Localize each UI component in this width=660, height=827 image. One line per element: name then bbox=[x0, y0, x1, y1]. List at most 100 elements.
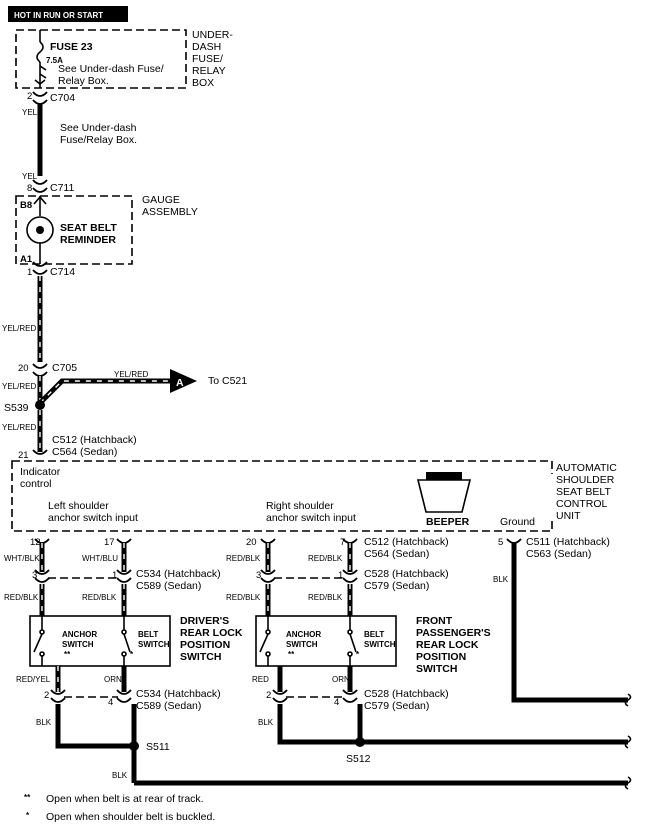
gauge-name-2: ASSEMBLY bbox=[142, 206, 198, 218]
c714-label: C714 bbox=[50, 266, 75, 278]
passenger-belt-mark: * bbox=[356, 650, 360, 659]
right-c528b-label-2: C579 (Sedan) bbox=[364, 700, 429, 712]
header-tag bbox=[8, 6, 128, 22]
passenger-anchor-label-1: ANCHOR bbox=[286, 630, 321, 639]
wire-yel-label-2: YEL bbox=[22, 172, 38, 181]
left-pin-17: 17 bbox=[104, 537, 115, 548]
right-pin-4: 4 bbox=[334, 697, 339, 708]
wire-break-top bbox=[624, 693, 632, 707]
passenger-belt-label-1: BELT bbox=[364, 630, 384, 639]
header-title: HOT IN RUN OR START bbox=[14, 11, 103, 20]
left-color-red-blk-a: RED/BLK bbox=[4, 593, 39, 602]
left-color-orn: ORN bbox=[104, 675, 122, 684]
right-input-label-1: Right shoulder bbox=[266, 500, 334, 512]
driver-belt-label-1: BELT bbox=[138, 630, 158, 639]
left-circuit: 12 17 WHT/BLK WHT/BLU 3 1 C534 (Hatchbac… bbox=[4, 537, 221, 616]
gauge-pin-a1: A1 bbox=[20, 254, 33, 265]
right-pin-1: 1 bbox=[338, 570, 343, 581]
right-color-red-blk-d: RED/BLK bbox=[308, 593, 343, 602]
wire-blk-left-a bbox=[55, 704, 134, 749]
fuse-rating: 7.5A bbox=[46, 56, 63, 65]
fuse-label: FUSE 23 bbox=[50, 41, 93, 53]
left-lower-connectors bbox=[50, 689, 132, 703]
left-pin-2: 2 bbox=[44, 690, 49, 701]
left-color-wht-blu: WHT/BLU bbox=[82, 554, 118, 563]
fuse-box-name-2: DASH bbox=[192, 41, 221, 53]
footnote-1-text: Open when belt is at rear of track. bbox=[46, 793, 204, 805]
connector-c714-symbol bbox=[32, 261, 48, 275]
fuse-box-outline bbox=[15, 29, 187, 89]
fuse-note-line1: See Under-dash Fuse/ bbox=[58, 63, 164, 75]
passenger-belt-label-2: SWITCH bbox=[364, 640, 396, 649]
branch-wire-stripe bbox=[39, 380, 170, 404]
gauge-pin-b8: B8 bbox=[20, 200, 32, 211]
passenger-switch-name-5: SWITCH bbox=[416, 663, 457, 675]
splice-s539 bbox=[35, 400, 45, 410]
driver-anchor-label-1: ANCHOR bbox=[62, 630, 97, 639]
footnote-2-mark: * bbox=[26, 811, 30, 820]
left-c534-label-2: C589 (Sedan) bbox=[136, 580, 201, 592]
passenger-anchor-mark: ** bbox=[288, 650, 295, 659]
c512-top-label-2: C564 (Sedan) bbox=[52, 446, 117, 458]
control-unit-name-5: UNIT bbox=[556, 510, 581, 522]
fuse-symbol bbox=[34, 30, 47, 88]
branch-wire-label: YEL/RED bbox=[114, 370, 148, 379]
passenger-switch-name-1: FRONT bbox=[416, 615, 453, 627]
right-color-blk: BLK bbox=[258, 718, 274, 727]
left-color-blk-b: BLK bbox=[112, 771, 128, 780]
driver-switch-name-3: POSITION bbox=[180, 639, 230, 651]
branch-arrow bbox=[170, 369, 197, 393]
wire-yelred-label-1: YEL/RED bbox=[2, 324, 36, 333]
control-unit-name-4: CONTROL bbox=[556, 498, 607, 510]
splice-s512-label: S512 bbox=[346, 753, 371, 765]
c704-label: C704 bbox=[50, 92, 75, 104]
control-unit-name-3: SEAT BELT bbox=[556, 486, 611, 498]
passenger-switch-name-4: POSITION bbox=[416, 651, 466, 663]
c714-pin: 1 bbox=[27, 267, 32, 278]
driver-switch-name-1: DRIVER'S bbox=[180, 615, 229, 627]
left-c534-label-1: C534 (Hatchback) bbox=[136, 568, 221, 580]
left-top-connectors bbox=[34, 538, 132, 544]
right-color-red-blk-a: RED/BLK bbox=[226, 554, 261, 563]
right-color-orn: ORN bbox=[332, 675, 350, 684]
fuse-box-name-4: RELAY bbox=[192, 65, 226, 77]
fuse-box-name-5: BOX bbox=[192, 77, 214, 89]
gauge-name-1: GAUGE bbox=[142, 194, 180, 206]
right-c528-label-1: C528 (Hatchback) bbox=[364, 568, 449, 580]
ground-circuit: 5 C511 (Hatchback) C563 (Sedan) BLK bbox=[493, 536, 632, 707]
left-c534b-label-2: C589 (Sedan) bbox=[136, 700, 201, 712]
wire-note-line2: Fuse/Relay Box. bbox=[60, 134, 137, 146]
wire-break-middle bbox=[624, 735, 632, 749]
wire-yel-label-1: YEL bbox=[22, 108, 38, 117]
fuse-box-name-1: UNDER- bbox=[192, 29, 233, 41]
right-color-red-blk-c: RED/BLK bbox=[226, 593, 261, 602]
driver-belt-label-2: SWITCH bbox=[138, 640, 170, 649]
lamp-label-line1: SEAT BELT bbox=[60, 222, 117, 234]
ground-c511-label-1: C511 (Hatchback) bbox=[526, 536, 610, 548]
right-lower-circuit: RED ORN 2 4 C528 (Hatchback) C579 (Sedan… bbox=[252, 666, 632, 765]
beeper-label: BEEPER bbox=[426, 516, 470, 528]
wire-blk-right-a bbox=[277, 704, 360, 745]
footnote-1-mark: ** bbox=[24, 793, 31, 802]
c512-top-pin: 21 bbox=[18, 450, 29, 461]
right-pin-20: 20 bbox=[246, 537, 257, 548]
reminder-lamp-symbol bbox=[26, 195, 54, 264]
passenger-switch-name-3: REAR LOCK bbox=[416, 639, 479, 651]
splice-s511 bbox=[129, 741, 139, 751]
driver-switch-name-4: SWITCH bbox=[180, 651, 221, 663]
indicator-label-2: control bbox=[20, 478, 52, 490]
right-color-red: RED bbox=[252, 675, 269, 684]
ground-wire-top bbox=[511, 543, 628, 703]
right-lower-connectors bbox=[272, 689, 358, 703]
driver-anchor-mark: ** bbox=[64, 650, 71, 659]
branch-arrow-label: A bbox=[176, 377, 184, 389]
splice-s511-label: S511 bbox=[146, 741, 170, 753]
left-lower-circuit: RED/YEL ORN 2 4 C534 (Hatchback) C589 (S… bbox=[16, 666, 632, 790]
left-input-label-1: Left shoulder bbox=[48, 500, 109, 512]
left-color-red-blk-b: RED/BLK bbox=[82, 593, 117, 602]
gauge-assembly-outline bbox=[15, 195, 133, 265]
right-c528-connectors bbox=[260, 569, 358, 583]
left-pin-12: 12 bbox=[30, 537, 41, 548]
connector-c704-symbol bbox=[32, 91, 48, 105]
